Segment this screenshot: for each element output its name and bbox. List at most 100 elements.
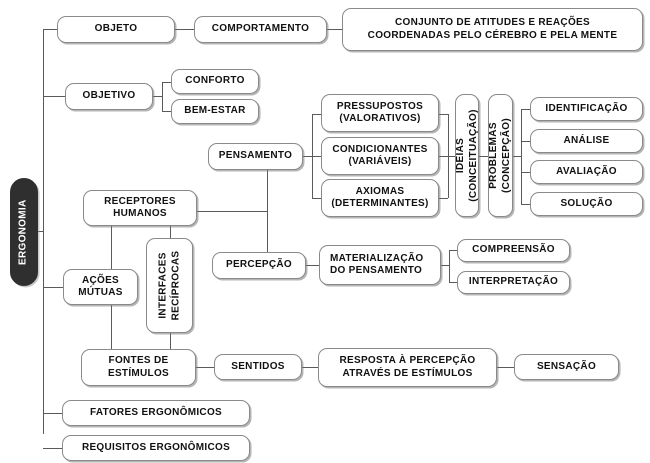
node-percepcao[interactable]: PERCEPÇÃO xyxy=(212,252,306,279)
node-ergonomia-root[interactable]: ERGONOMIA xyxy=(10,178,38,286)
connector-problemas-bus xyxy=(521,109,522,204)
connector-trunk-acoes xyxy=(43,287,63,288)
connector-materializacao-bus xyxy=(449,250,450,282)
node-pensamento[interactable]: PENSAMENTO xyxy=(208,143,303,170)
node-solucao[interactable]: SOLUÇÃO xyxy=(530,192,643,216)
connector-pensamento-condicionantes xyxy=(312,156,321,157)
connector-ideias-in xyxy=(448,156,455,157)
node-compreensao-label: COMPREENSÃO xyxy=(472,244,555,256)
node-fontes-line1: FONTES DE xyxy=(108,355,169,366)
node-analise[interactable]: ANÁLISE xyxy=(530,129,643,153)
node-requisitos-ergonomicos[interactable]: REQUISITOS ERGONÔMICOS xyxy=(62,435,250,461)
node-condicionantes-line1: CONDICIONANTES xyxy=(332,143,428,155)
node-problemas-line1: PROBLEMAS xyxy=(488,122,499,189)
connector-pensamento-pressupostos xyxy=(312,114,321,115)
connector-objetivo-bem-estar xyxy=(162,111,171,112)
connector-problemas-out xyxy=(513,156,521,157)
node-ideias-line1: IDEIAS xyxy=(454,137,466,174)
node-interpretacao[interactable]: INTERPRETAÇÃO xyxy=(457,271,570,294)
node-compreensao[interactable]: COMPREENSÃO xyxy=(457,239,570,262)
node-problemas[interactable]: PROBLEMAS (CONCEPÇÃO) xyxy=(488,94,513,217)
connector-materializacao-compreensao xyxy=(449,250,457,251)
node-receptores-line2: HUMANOS xyxy=(113,208,167,219)
node-sentidos[interactable]: SENTIDOS xyxy=(214,354,302,380)
connector-condicionantes-bus xyxy=(439,156,448,157)
node-identificacao[interactable]: IDENTIFICAÇÃO xyxy=(530,97,643,121)
connector-pressupostos-bus xyxy=(439,114,448,115)
node-conforto-label: CONFORTO xyxy=(185,75,245,87)
node-solucao-label: SOLUÇÃO xyxy=(560,197,613,209)
connector-problemas-analise xyxy=(521,141,530,142)
node-receptores-line1: RECEPTORES xyxy=(104,195,176,207)
node-avaliacao[interactable]: AVALIAÇÃO xyxy=(530,160,643,184)
node-axiomas[interactable]: AXIOMAS (DETERMINANTES) xyxy=(321,179,439,217)
node-receptores-humanos[interactable]: RECEPTORES HUMANOS xyxy=(83,190,197,226)
node-interfaces-line2: RECÍPROCAS xyxy=(169,250,181,321)
node-bem-estar-label: BEM-ESTAR xyxy=(184,105,246,117)
node-conjunto-line1: CONJUNTO DE ATITUDES E REAÇÕES xyxy=(395,17,590,28)
node-fontes-estimulos[interactable]: FONTES DE ESTÍMULOS xyxy=(81,349,196,386)
node-objeto-label: OBJETO xyxy=(94,23,138,35)
node-sensacao-label: SENSAÇÃO xyxy=(536,360,597,372)
node-ideias[interactable]: IDEIAS (CONCEITUAÇÃO) xyxy=(455,94,479,217)
connector-receptores-acoes xyxy=(111,226,112,288)
node-acoes-mutuas[interactable]: AÇÕES MÚTUAS xyxy=(63,269,138,305)
connector-resposta-sensacao xyxy=(497,367,514,368)
node-acoes-line1: AÇÕES xyxy=(81,274,120,286)
node-objetivo[interactable]: OBJETIVO xyxy=(65,83,153,110)
node-interfaces-reciprocas[interactable]: INTERFACES RECÍPROCAS xyxy=(146,238,193,333)
node-analise-label: ANÁLISE xyxy=(563,134,610,146)
connector-pensamento-percepcao-spine xyxy=(267,170,268,265)
node-condicionantes[interactable]: CONDICIONANTES (VARIÁVEIS) xyxy=(321,137,439,175)
connector-materializacao-out xyxy=(441,265,449,266)
connector-comportamento-conjunto xyxy=(327,29,342,30)
connector-trunk-objetivo xyxy=(43,96,65,97)
node-axiomas-line2: (DETERMINANTES) xyxy=(331,198,429,209)
node-interfaces-line1: INTERFACES xyxy=(157,252,168,319)
node-bem-estar[interactable]: BEM-ESTAR xyxy=(171,99,259,124)
connector-axiomas-bus xyxy=(439,198,448,199)
connector-receptores-interfaces xyxy=(170,226,171,238)
connector-objetivo-out xyxy=(153,96,162,97)
node-objeto[interactable]: OBJETO xyxy=(57,16,175,43)
node-interfaces-label: INTERFACES RECÍPROCAS xyxy=(157,251,182,321)
connector-root-stub xyxy=(38,231,44,232)
node-comportamento[interactable]: COMPORTAMENTO xyxy=(194,16,327,43)
node-sentidos-label: SENTIDOS xyxy=(231,360,285,372)
node-avaliacao-label: AVALIAÇÃO xyxy=(556,165,617,177)
node-fatores-ergonomicos[interactable]: FATORES ERGONÔMICOS xyxy=(62,400,250,426)
node-pensamento-label: PENSAMENTO xyxy=(218,150,293,162)
node-resposta-line1: RESPOSTA À PERCEPÇÃO xyxy=(339,355,476,366)
connector-pensamento-out xyxy=(303,156,312,157)
node-ergonomia-label: ERGONOMIA xyxy=(17,199,29,265)
connector-receptores-spine xyxy=(197,211,267,212)
node-fatores-label: FATORES ERGONÔMICOS xyxy=(89,406,222,418)
node-materializacao[interactable]: MATERIALIZAÇÃO DO PENSAMENTO xyxy=(319,245,441,285)
connector-percepcao-materializacao xyxy=(306,265,319,266)
node-sensacao[interactable]: SENSAÇÃO xyxy=(514,354,619,380)
connector-problemas-solucao xyxy=(521,204,530,205)
node-pressupostos-line1: PRESSUPOSTOS xyxy=(336,100,424,112)
connector-trunk-objeto xyxy=(43,29,58,30)
node-requisitos-label: REQUISITOS ERGONÔMICOS xyxy=(81,441,231,453)
connector-trunk-fatores xyxy=(43,413,62,414)
node-resposta-percepcao[interactable]: RESPOSTA À PERCEPÇÃO ATRAVÉS DE ESTÍMULO… xyxy=(318,348,497,387)
node-condicionantes-line2: (VARIÁVEIS) xyxy=(348,156,412,167)
node-ideias-line2: (CONCEITUAÇÃO) xyxy=(467,109,478,202)
node-conjunto-atitudes[interactable]: CONJUNTO DE ATITUDES E REAÇÕES COORDENAD… xyxy=(342,8,643,51)
connector-pensamento-axiomas xyxy=(312,198,321,199)
connector-interfaces-fontes xyxy=(170,333,171,354)
node-percepcao-label: PERCEPÇÃO xyxy=(225,259,293,271)
connector-objetivo-conforto xyxy=(162,82,171,83)
node-conforto[interactable]: CONFORTO xyxy=(171,69,259,94)
connector-sentidos-resposta xyxy=(302,367,318,368)
connector-objeto-comportamento xyxy=(175,29,194,30)
node-problemas-line2: (CONCEPÇÃO) xyxy=(500,118,512,193)
node-ideias-label: IDEIAS (CONCEITUAÇÃO) xyxy=(455,109,480,202)
node-pressupostos[interactable]: PRESSUPOSTOS (VALORATIVOS) xyxy=(321,94,439,132)
node-materializacao-line1: MATERIALIZAÇÃO xyxy=(330,252,424,264)
connector-objetivo-bus xyxy=(162,82,163,111)
connector-trunk-requisitos xyxy=(43,448,62,449)
node-problemas-label: PROBLEMAS (CONCEPÇÃO) xyxy=(488,118,513,193)
